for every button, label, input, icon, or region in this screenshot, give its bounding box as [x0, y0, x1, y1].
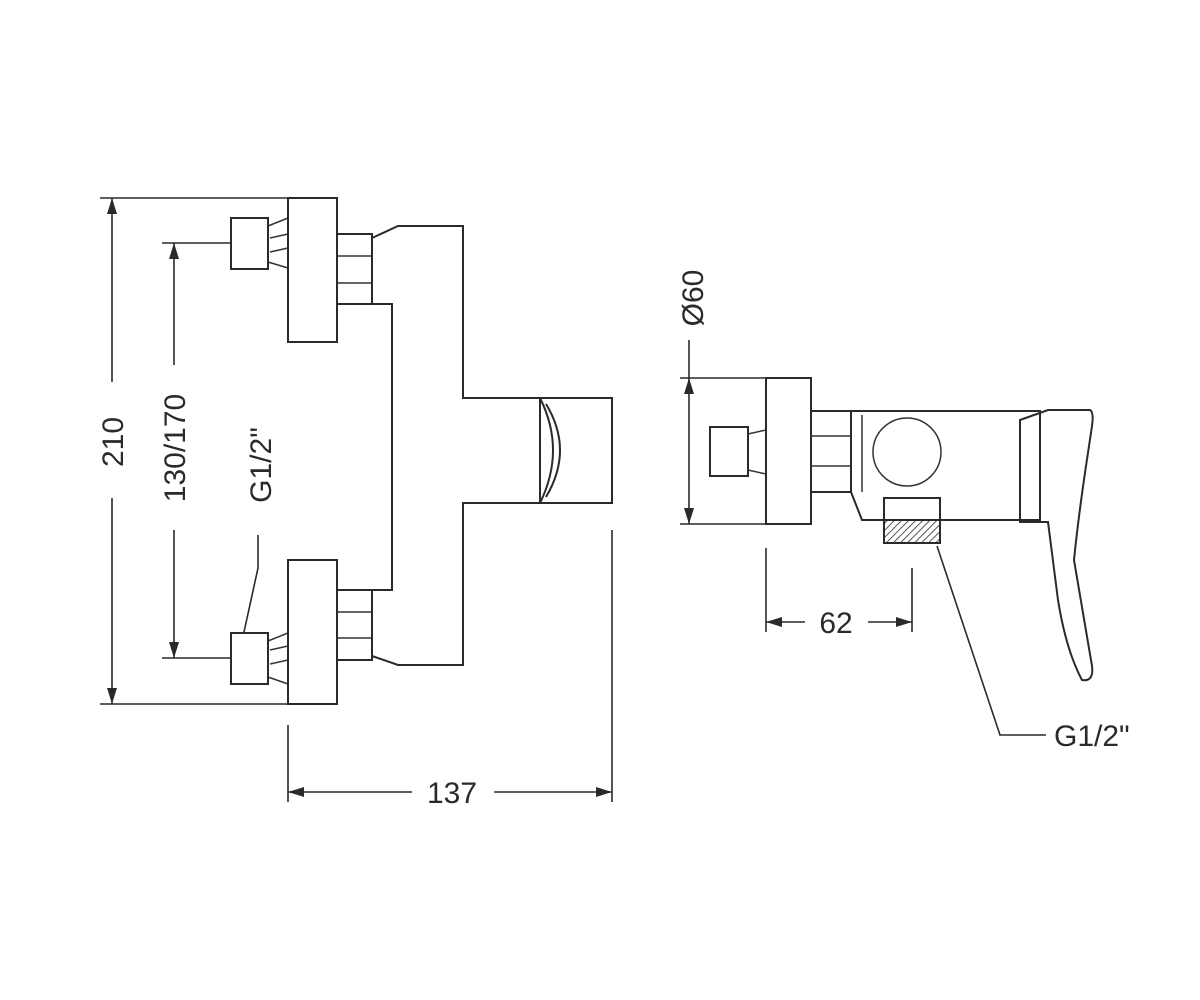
side-body — [850, 410, 1041, 521]
mixer-body — [371, 225, 613, 666]
dimension-label-projection: 62 — [819, 607, 852, 640]
front-thread-label: G1/2" — [245, 427, 278, 503]
dimension-label-width: 137 — [427, 777, 477, 810]
lever-handle — [1019, 409, 1094, 682]
dimension-label-diameter: Ø60 — [677, 270, 710, 327]
outlet-recess — [539, 397, 561, 504]
front-view: 210 130/170 G1/2" 137 — [97, 197, 613, 810]
dimension-height-overall: 210 — [97, 197, 288, 705]
side-connector — [709, 377, 852, 525]
front-thread-callout: G1/2" — [243, 427, 278, 633]
top-connector — [230, 197, 373, 343]
bottom-connector — [230, 559, 373, 705]
dimension-projection: 62 — [765, 548, 913, 640]
dimension-width: 137 — [287, 530, 613, 810]
dimension-label-height: 210 — [97, 417, 130, 467]
side-thread-callout: G1/2" — [936, 545, 1130, 753]
dimension-label-inlet-centres: 130/170 — [159, 394, 192, 502]
side-view: Ø60 62 G1/2" — [677, 270, 1130, 753]
dimension-inlet-centres: 130/170 — [159, 242, 231, 659]
cartridge-circle — [872, 417, 942, 487]
side-thread-label: G1/2" — [1054, 720, 1130, 753]
outlet-thread — [883, 519, 941, 544]
dimension-diameter: Ø60 — [677, 270, 766, 525]
